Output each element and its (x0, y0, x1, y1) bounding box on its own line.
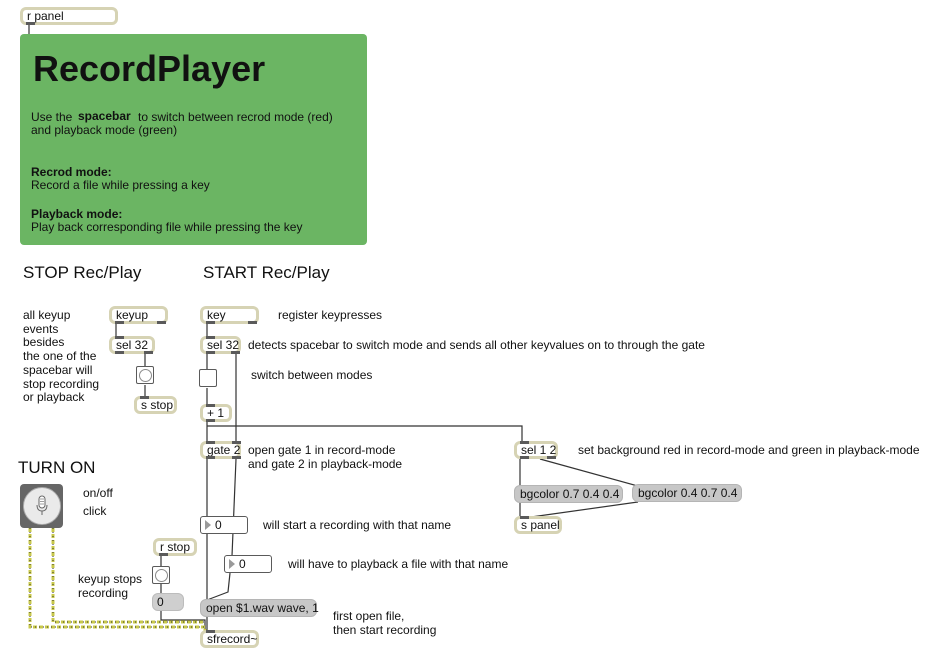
keyup-stops-comment: keyup stops recording (78, 572, 143, 600)
sfrecord-object[interactable]: sfrecord~ (200, 630, 259, 648)
detects-comment: detects spacebar to switch mode and send… (248, 338, 705, 352)
panel-line2: and playback mode (green) (31, 123, 178, 137)
outlet[interactable] (157, 321, 166, 324)
ezadc-button[interactable] (20, 484, 63, 528)
s-panel-object[interactable]: s panel (514, 516, 562, 534)
stop-heading: STOP Rec/Play (23, 263, 142, 282)
gate-2-object[interactable]: gate 2 (200, 441, 241, 459)
bgcolor-green-message[interactable]: bgcolor 0.4 0.7 0.4 (632, 484, 742, 502)
switch-comment: switch between modes (251, 368, 373, 382)
open-wav-message[interactable]: open $1.wav wave, 1 (200, 599, 319, 617)
outlet[interactable] (206, 321, 215, 324)
info-panel: RecordPlayer Use the spacebar to switch … (20, 34, 367, 245)
inlet[interactable] (140, 396, 149, 399)
r-panel-object[interactable]: r panel (20, 7, 118, 25)
outlet[interactable] (206, 351, 215, 354)
plus-1-object[interactable]: + 1 (200, 404, 232, 422)
inlet[interactable] (232, 441, 241, 444)
outlet[interactable] (115, 351, 124, 354)
inlet[interactable] (206, 441, 215, 444)
outlet[interactable] (547, 456, 556, 459)
sel-32-stop-object[interactable]: sel 32 (109, 336, 155, 354)
inlet[interactable] (520, 441, 529, 444)
outlet[interactable] (144, 351, 153, 354)
record-stop-bang-button[interactable] (152, 566, 170, 584)
will-play-comment: will have to playback a file with that n… (288, 557, 509, 571)
keyup-note: all keyup events besides the one of the … (23, 308, 100, 405)
register-comment: register keypresses (278, 308, 383, 322)
record-number-box[interactable]: 0 (200, 516, 248, 534)
outlet[interactable] (115, 321, 124, 324)
sel-32-start-object[interactable]: sel 32 (200, 336, 241, 354)
stop-zero-message[interactable]: 0 (152, 593, 184, 611)
will-record-comment: will start a recording with that name (263, 518, 452, 532)
inlet[interactable] (520, 516, 529, 519)
panel-line1-pre: Use the (31, 110, 73, 124)
outlet[interactable] (248, 321, 257, 324)
start-heading: START Rec/Play (203, 263, 330, 282)
keyup-object[interactable]: keyup (109, 306, 168, 324)
key-object[interactable]: key (200, 306, 259, 324)
onoff-comment: on/off (83, 486, 113, 500)
s-stop-object[interactable]: s stop (134, 396, 177, 414)
outlet[interactable] (159, 553, 168, 556)
sel-1-2-object[interactable]: sel 1 2 (514, 441, 558, 459)
playback-mode-heading: Playback mode: (31, 207, 123, 221)
outlet[interactable] (232, 456, 241, 459)
outlet[interactable] (231, 351, 240, 354)
inlet[interactable] (206, 336, 215, 339)
click-comment: click (83, 504, 107, 518)
stop-bang-button[interactable] (136, 366, 154, 384)
number-arrow-icon (205, 520, 211, 530)
microphone-icon (36, 495, 47, 515)
r-stop-object[interactable]: r stop (153, 538, 197, 556)
record-mode-desc: Record a file while pressing a key (31, 178, 210, 192)
bgcolor-red-message[interactable]: bgcolor 0.7 0.4 0.4 (514, 485, 623, 503)
outlet[interactable] (206, 456, 215, 459)
playback-mode-desc: Play back corresponding file while press… (31, 220, 303, 234)
mode-toggle[interactable] (199, 369, 217, 387)
panel-title: RecordPlayer (33, 48, 266, 89)
bg-comment: set background red in record-mode and gr… (578, 443, 920, 457)
record-mode-heading: Recrod mode: (31, 165, 112, 179)
inlet[interactable] (206, 404, 215, 407)
playback-number-box[interactable]: 0 (224, 555, 272, 573)
object-label: r panel (27, 9, 64, 23)
outlet[interactable] (26, 22, 35, 25)
number-arrow-icon (229, 559, 235, 569)
outlet[interactable] (520, 456, 529, 459)
outlet[interactable] (206, 419, 215, 422)
inlet[interactable] (115, 336, 124, 339)
panel-line1-post: to switch between recrod mode (red) (138, 110, 333, 124)
turn-on-heading: TURN ON (18, 458, 96, 477)
first-open-comment: first open file, then start recording (333, 609, 437, 637)
gate-comment: open gate 1 in record-mode and gate 2 in… (248, 443, 403, 471)
inlet[interactable] (206, 630, 215, 633)
panel-line1-key: spacebar (78, 109, 131, 123)
